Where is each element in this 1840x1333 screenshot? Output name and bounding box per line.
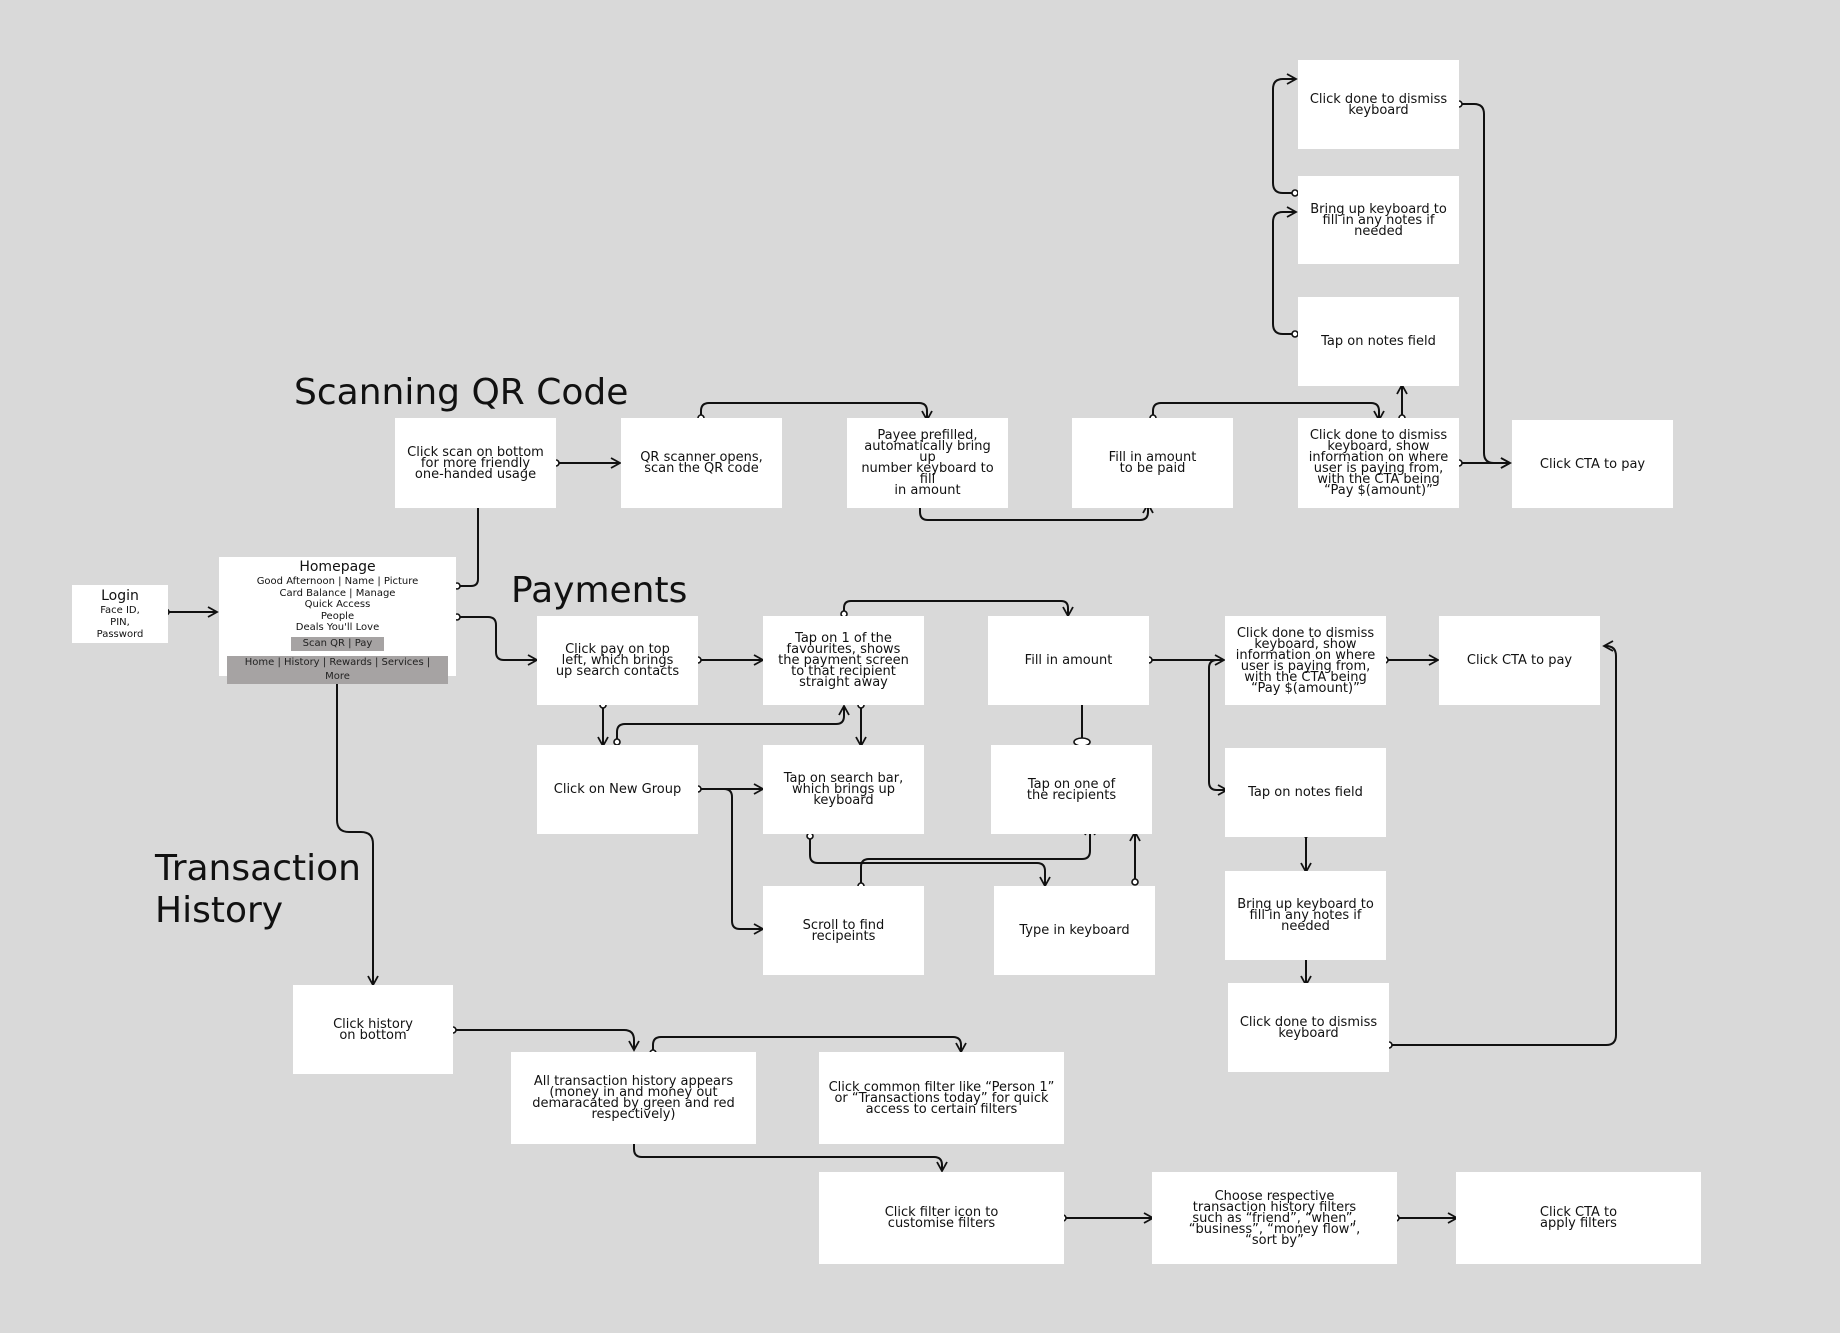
- homepage-line-people: People: [320, 610, 355, 622]
- history-click-history-node[interactable]: Click history on bottom: [293, 985, 453, 1074]
- node-label: Click CTA to pay: [1539, 456, 1646, 472]
- homepage-scan-pay-bar: Scan QR | Pay: [290, 636, 385, 651]
- pay-new-group-node[interactable]: Click on New Group: [537, 745, 698, 834]
- node-label: Click scan on bottom for more friendly o…: [407, 444, 544, 482]
- pay-tap-recipient-node[interactable]: Tap on one of the recipients: [991, 745, 1152, 834]
- section-title-scanning-qr: Scanning QR Code: [294, 372, 629, 413]
- homepage-title: Homepage: [299, 559, 376, 575]
- connector: [457, 492, 484, 587]
- connector: [1152, 402, 1385, 422]
- connector: [700, 402, 933, 422]
- node-label: Click filter icon to customise filters: [884, 1205, 999, 1231]
- node-label: Bring up keyboard to fill in any notes i…: [1237, 897, 1374, 934]
- node-label: Choose respective transaction history fi…: [1188, 1188, 1361, 1248]
- pay-bring-keyboard-node[interactable]: Bring up keyboard to fill in any notes i…: [1225, 871, 1386, 960]
- qr-bring-keyboard-node[interactable]: Bring up keyboard to fill in any notes i…: [1298, 176, 1459, 264]
- login-title: Login: [101, 587, 139, 604]
- qr-fill-amount-node[interactable]: Fill in amount to be paid: [1072, 418, 1233, 508]
- node-label: Tap on one of the recipients: [1026, 776, 1117, 803]
- node-label: Scroll to find recipeints: [802, 917, 885, 944]
- node-label: Click common filter like “Person 1” or “…: [828, 1079, 1055, 1117]
- node-label: Payee prefilled, automatically bring up …: [861, 428, 994, 498]
- qr-scanner-opens-node[interactable]: QR scanner opens, scan the QR code: [621, 418, 782, 508]
- pay-done-dismiss-node[interactable]: Click done to dismiss keyboard: [1228, 983, 1389, 1072]
- section-title-transaction-history: Transaction History: [155, 848, 361, 931]
- connector: [633, 1140, 948, 1173]
- node-label: Click pay on top left, which brings up s…: [555, 642, 680, 679]
- connector: [616, 704, 850, 742]
- pay-tap-notes-node[interactable]: Tap on notes field: [1225, 748, 1386, 837]
- pay-fill-amount-node[interactable]: Fill in amount: [988, 616, 1149, 705]
- qr-tap-notes-node[interactable]: Tap on notes field: [1298, 297, 1459, 386]
- pay-type-keyboard-node[interactable]: Type in keyboard: [994, 886, 1155, 975]
- node-label: Click history on bottom: [333, 1016, 413, 1043]
- history-choose-filters-node[interactable]: Choose respective transaction history fi…: [1152, 1172, 1397, 1264]
- node-label: Click CTA to apply filters: [1539, 1205, 1618, 1231]
- connector: [336, 677, 379, 987]
- node-label: Type in keyboard: [1019, 923, 1130, 938]
- login-node[interactable]: Login Face ID, PIN, Password: [72, 585, 168, 643]
- node-label: Tap on search bar, which brings up keybo…: [783, 771, 904, 808]
- connector: [843, 600, 1074, 618]
- history-cta-apply-node[interactable]: Click CTA to apply filters: [1456, 1172, 1701, 1264]
- homepage-line-greeting: Good Afternoon | Name | Picture: [256, 576, 419, 587]
- homepage-tab-bar: Home | History | Rewards | Services | Mo…: [227, 655, 448, 684]
- qr-done-show-info-node[interactable]: Click done to dismiss keyboard, show inf…: [1298, 418, 1459, 508]
- node-label: Click done to dismiss keyboard: [1309, 91, 1448, 118]
- connector: [809, 836, 1051, 888]
- connector: [1389, 640, 1617, 1046]
- node-label: Bring up keyboard to fill in any notes i…: [1310, 201, 1447, 239]
- qr-click-scan-node[interactable]: Click scan on bottom for more friendly o…: [395, 418, 556, 508]
- connector-origin: [1131, 878, 1139, 886]
- node-label: Fill in amount: [1024, 653, 1113, 668]
- homepage-line-quick-access: Quick Access: [304, 599, 371, 610]
- history-common-filter-node[interactable]: Click common filter like “Person 1” or “…: [819, 1052, 1064, 1144]
- connector: [1272, 206, 1298, 335]
- connector: [453, 1029, 640, 1052]
- node-label: Tap on notes field: [1248, 785, 1363, 800]
- qr-payee-prefilled-node[interactable]: Payee prefilled, automatically bring up …: [847, 418, 1008, 508]
- qr-cta-pay-node[interactable]: Click CTA to pay: [1512, 420, 1673, 508]
- pay-done-show-info-node[interactable]: Click done to dismiss keyboard, show inf…: [1225, 616, 1386, 705]
- pay-scroll-find-node[interactable]: Scroll to find recipeints: [763, 886, 924, 975]
- node-label: Tap on 1 of the favourites, shows the pa…: [778, 631, 909, 690]
- connector: [457, 616, 539, 666]
- homepage-node[interactable]: Homepage Good Afternoon | Name | Picture…: [219, 557, 456, 684]
- connector: [860, 824, 1096, 886]
- connector: [919, 502, 1154, 521]
- node-label: Click done to dismiss keyboard, show inf…: [1308, 428, 1449, 498]
- history-all-history-node[interactable]: All transaction history appears (money i…: [511, 1052, 756, 1144]
- node-label: Click done to dismiss keyboard, show inf…: [1235, 625, 1376, 696]
- node-label: Fill in amount to be paid: [1108, 450, 1197, 476]
- connector: [712, 788, 765, 935]
- connector: [652, 1036, 967, 1054]
- pay-cta-pay-node[interactable]: Click CTA to pay: [1439, 616, 1600, 705]
- pay-search-bar-node[interactable]: Tap on search bar, which brings up keybo…: [763, 745, 924, 834]
- connector: [1208, 659, 1229, 796]
- homepage-line-card-balance: Card Balance | Manage: [279, 587, 396, 599]
- connector: [1272, 73, 1298, 194]
- homepage-line-deals: Deals You'll Love: [295, 622, 380, 633]
- node-label: Tap on notes field: [1321, 334, 1436, 349]
- history-filter-icon-node[interactable]: Click filter icon to customise filters: [819, 1172, 1064, 1264]
- connector: [1459, 103, 1512, 469]
- node-label: Click done to dismiss keyboard: [1239, 1014, 1378, 1041]
- pay-click-pay-node[interactable]: Click pay on top left, which brings up s…: [537, 616, 698, 705]
- section-title-payments: Payments: [511, 570, 688, 611]
- qr-done-dismiss-node[interactable]: Click done to dismiss keyboard: [1298, 60, 1459, 149]
- pay-tap-favourite-node[interactable]: Tap on 1 of the favourites, shows the pa…: [763, 616, 924, 705]
- login-detail: Face ID, PIN, Password: [96, 604, 144, 640]
- node-label: Click on New Group: [553, 782, 682, 797]
- node-label: QR scanner opens, scan the QR code: [640, 450, 763, 476]
- node-label: All transaction history appears (money i…: [532, 1074, 735, 1122]
- node-label: Click CTA to pay: [1466, 653, 1573, 668]
